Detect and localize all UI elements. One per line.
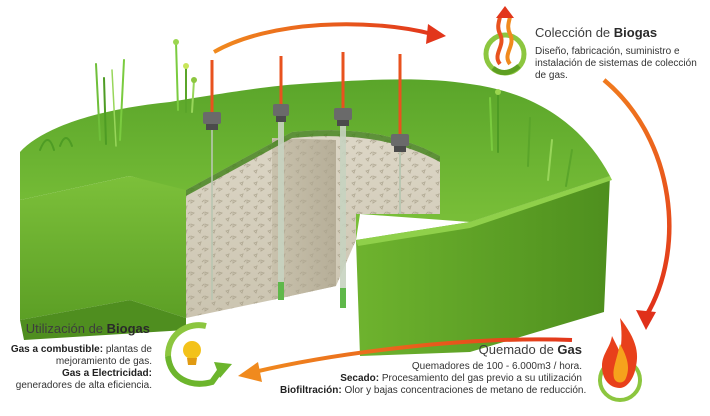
plants xyxy=(39,39,573,187)
lightbulb-icon xyxy=(160,318,236,395)
flare-title: Quemado de Gas xyxy=(478,342,582,357)
flare-burners: Quemadores de 100 - 6.000m3 / hora. xyxy=(411,361,582,372)
gas-well-2 xyxy=(273,56,289,300)
flare-description: Quemadores de 100 - 6.000m3 / hora. Seca… xyxy=(280,361,587,397)
grass-front-left xyxy=(20,176,186,320)
gas-well-3 xyxy=(334,52,352,308)
gas-well-1 xyxy=(203,60,221,300)
collection-description: Diseño, fabricación, suministro e instal… xyxy=(535,46,697,81)
flare-drying: Secado: Procesamiento del gas previo a s… xyxy=(340,373,582,384)
utilization-fuel: Gas a combustible: plantas de mejoramien… xyxy=(10,344,152,367)
gas-well-4 xyxy=(391,54,409,214)
flare-biofiltration: Biofiltración: Olor y bajas concentracio… xyxy=(280,385,587,396)
grass-front-left-base xyxy=(20,300,186,340)
utilization-description: Gas a combustible: plantas de mejoramien… xyxy=(4,344,152,392)
collection-title: Colección de Biogas xyxy=(535,25,658,40)
gas-wave-icon xyxy=(480,6,530,81)
arrow-to-collection xyxy=(213,22,433,54)
grass-front-right xyxy=(356,176,610,356)
arrow-to-utilization xyxy=(253,337,573,374)
utilization-title: Utilización de Biogas xyxy=(25,321,150,336)
flame-icon xyxy=(594,314,646,409)
arrow-to-flare xyxy=(602,78,672,318)
grass-right-top-edge xyxy=(356,176,612,246)
utilization-electricity: Gas a Electricidad: generadores de alta … xyxy=(15,368,152,391)
